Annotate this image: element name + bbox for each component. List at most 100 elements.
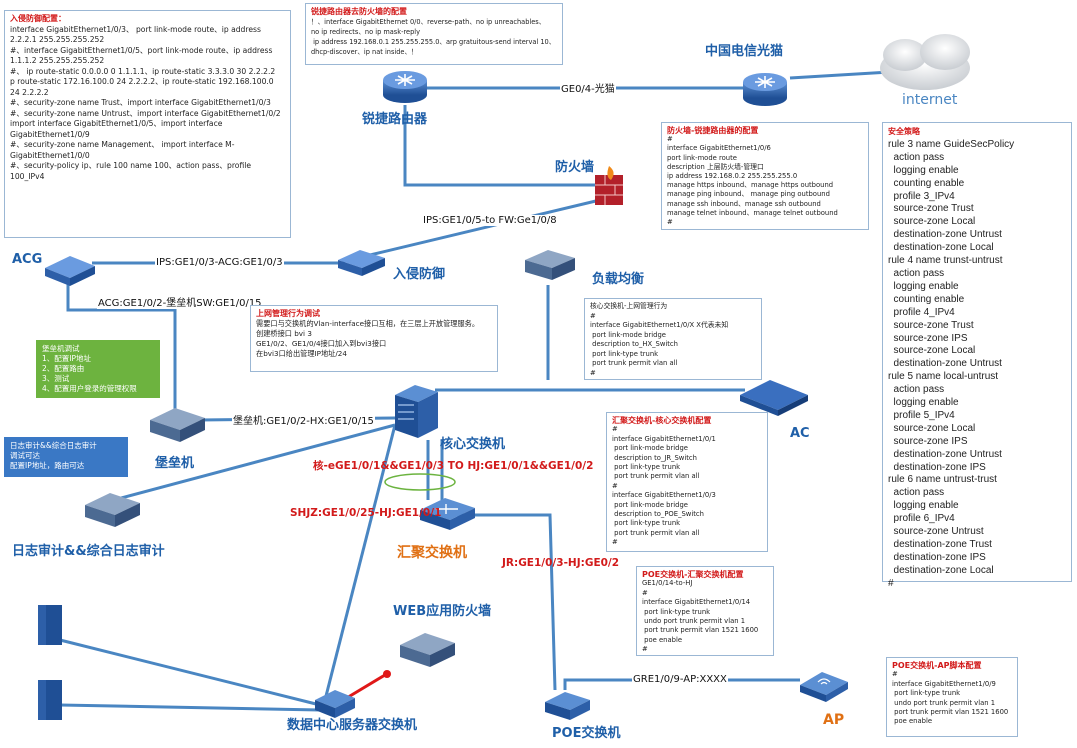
policy-line: destination-zone IPS — [888, 461, 986, 473]
bastion-device-icon[interactable] — [150, 408, 205, 442]
note-line: 日志审计&&综合日志审计 — [10, 441, 97, 450]
config-line: description 上层防火墙-管理口 — [667, 162, 764, 171]
policy-line: source-zone Local — [888, 422, 976, 434]
config-line: interface GigabitEthernet1/0/X X代表未知 — [590, 321, 729, 329]
core-uplink-box: 核心交换机-上网管理行为 # interface GigabitEthernet… — [584, 298, 762, 380]
aggregation-switch-icon[interactable] — [420, 498, 475, 530]
config-line: # — [590, 368, 596, 377]
policy-line: action pass — [888, 487, 945, 499]
firewall-icon[interactable] — [595, 166, 623, 205]
fw-router-config-title: 防火墙-锐捷路由器的配置 — [667, 126, 759, 135]
policy-line: destination-zone Untrust — [888, 358, 1002, 370]
telecom-modem-icon[interactable] — [743, 73, 787, 106]
link-firewall-ips — [369, 198, 601, 257]
policy-line: source-zone IPS — [888, 332, 968, 344]
link-server1-dc — [59, 638, 321, 707]
core-switch-icon[interactable] — [395, 385, 438, 438]
waf-label: WEB应用防火墙 — [393, 604, 492, 619]
config-line: port trunk permit vlan 1521 1600 — [892, 708, 1009, 717]
policy-line: profile 6_IPv4 — [888, 513, 955, 525]
policy-line: # — [888, 577, 894, 589]
policy-line: logging enable — [888, 397, 959, 409]
policy-line: rule 4 name trunst-untrust — [888, 255, 1003, 267]
ips-device-icon[interactable] — [338, 250, 385, 276]
server-icon[interactable] — [38, 605, 62, 645]
policy-line: destination-zone Untrust — [888, 448, 1002, 460]
config-line: description to_POE_Switch — [612, 510, 704, 519]
config-line: #、security-policy ip、rule 100 name 100、a… — [10, 161, 252, 181]
policy-line: destination-zone IPS — [888, 551, 986, 563]
config-line: port link-mode bridge — [612, 500, 688, 509]
ac-device-icon[interactable] — [740, 380, 808, 416]
ips-config-box: 入侵防御配置： interface GigabitEthernet1/0/3、 … — [4, 10, 291, 238]
config-line: port link-type trunk — [892, 689, 961, 698]
link-label-acg-sw: ACG:GE1/0/2-堡垒机SW:GE1/0/15 — [97, 294, 263, 309]
config-line: 核心交换机-上网管理行为 — [590, 302, 668, 310]
waf-port-dot — [383, 670, 391, 678]
note-line: 调试可达 — [10, 451, 40, 460]
load-balancer-icon[interactable] — [525, 250, 575, 280]
config-line: interface GigabitEthernet1/0/3 — [612, 491, 716, 500]
config-line: port trunk permit vlan all — [612, 528, 700, 537]
config-line: port link-mode route — [667, 153, 737, 162]
config-line: undo port trunk permit vlan 1 — [642, 617, 746, 626]
policy-line: destination-zone Local — [888, 564, 994, 576]
server-icon[interactable] — [38, 680, 62, 720]
router-fw-config-title: 锐捷路由器去防火墙的配置 — [311, 7, 407, 16]
agg-label: 汇聚交换机 — [397, 545, 467, 561]
security-policy-lines: rule 3 name GuideSecPolicy action pass l… — [888, 139, 1066, 591]
link-label-shjz: SHJZ:GE1/0/25-HJ:GE1/0/1 — [290, 507, 442, 519]
link-server2-dc — [59, 703, 321, 712]
router-icon[interactable] — [383, 71, 427, 103]
poe-ap-config-box: POE交换机-AP脚本配置 # interface GigabitEtherne… — [886, 657, 1018, 737]
config-line: # — [642, 645, 648, 654]
security-policy-box: 安全策略 rule 3 name GuideSecPolicy action p… — [882, 122, 1072, 589]
ap-device-icon[interactable] — [800, 672, 848, 702]
link-label-acg-ips: IPS:GE1/0/3-ACG:GE1/0/3 — [155, 257, 284, 268]
config-line: 创建桥接口 bvi 3 — [256, 329, 312, 338]
config-line: 需要口与交换机的Vlan-interface接口互相，在三层上开放管理服务。 — [256, 319, 480, 328]
config-line: # — [590, 311, 596, 320]
dc-switch-icon[interactable] — [315, 690, 355, 718]
policy-line: counting enable — [888, 177, 965, 189]
poe-ap-config-title: POE交换机-AP脚本配置 — [892, 661, 982, 670]
acg-label: ACG — [12, 252, 43, 267]
config-line: port link-mode bridge — [590, 330, 666, 339]
config-line: #、interface GigabitEthernet1/0/5、port li… — [10, 45, 273, 66]
log-audit-icon[interactable] — [85, 493, 140, 527]
firewall-label: 防火墙 — [555, 160, 595, 175]
config-line: interface GigabitEthernet1/0/6 — [667, 144, 771, 153]
policy-line: action pass — [888, 151, 945, 163]
config-line: port link-type trunk — [612, 463, 681, 472]
config-line: port trunk permit vlan all — [612, 472, 700, 481]
config-line: manage ping inbound、 manage ping outboun… — [667, 190, 830, 199]
bastion-label: 堡垒机 — [155, 456, 195, 471]
fw-router-config-box: 防火墙-锐捷路由器的配置 # interface GigabitEthernet… — [661, 122, 869, 230]
policy-line: rule 3 name GuideSecPolicy — [888, 138, 1015, 150]
ips-label: 入侵防御 — [393, 267, 446, 282]
router-label: 锐捷路由器 — [362, 112, 428, 127]
policy-line: logging enable — [888, 280, 959, 292]
config-line: ip address 192.168.0.2 255.255.255.0 — [667, 172, 798, 181]
config-line: interface GigabitEthernet1/0/1 — [612, 434, 716, 443]
config-line: interface GigabitEthernet1/0/3、 port lin… — [10, 24, 261, 45]
config-line: undo port trunk permit vlan 1 — [892, 698, 996, 707]
link-telecom-internet — [789, 70, 891, 80]
poe-switch-icon[interactable] — [545, 692, 590, 720]
policy-line: source-zone Local — [888, 345, 976, 357]
policy-line: source-zone IPS — [888, 435, 968, 447]
config-line: port trunk permit vlan 1521 1600 — [642, 626, 759, 635]
config-line: #、security-zone name Trust、import interf… — [10, 98, 271, 107]
config-line: manage ssh inbound、manage ssh outbound — [667, 199, 821, 208]
config-line: # — [892, 670, 898, 679]
waf-device-icon[interactable] — [400, 633, 455, 667]
config-line: ip address 192.168.0.1 255.255.255.0、arp… — [311, 38, 556, 46]
note-line: 2、配置路由 — [42, 364, 85, 373]
link-core-log — [94, 423, 396, 507]
config-line: poe enable — [892, 717, 933, 726]
acg-device-icon[interactable] — [45, 256, 95, 286]
policy-line: profile 3_IPv4 — [888, 190, 955, 202]
uplink-mgmt-title: 上网管理行为调试 — [256, 309, 320, 318]
policy-line: destination-zone Local — [888, 242, 994, 254]
core-label: 核心交换机 — [440, 437, 506, 452]
